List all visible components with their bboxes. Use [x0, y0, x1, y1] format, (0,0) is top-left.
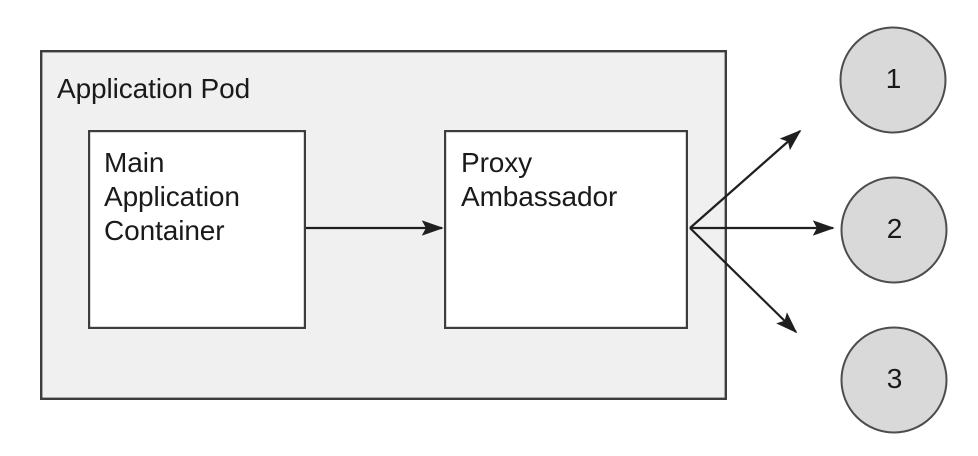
proxy-to-node-3-arrow: [689, 227, 798, 334]
main-application-container-label: Main Application Container: [104, 147, 240, 247]
service-node-2-label: 2: [886, 213, 903, 244]
service-node-3-label: 3: [886, 363, 903, 394]
proxy-to-node-1-arrow: [689, 129, 802, 229]
service-node-1-circle: [839, 26, 947, 134]
application-pod-title: Application Pod: [57, 73, 251, 104]
service-node-1-label: 1: [885, 63, 902, 94]
service-node-3-circle: [840, 326, 948, 434]
proxy-ambassador-box: [444, 130, 689, 330]
service-node-2-circle: [840, 176, 948, 284]
main-application-container-box: [87, 130, 307, 330]
proxy-ambassador-label: Proxy Ambassador: [461, 147, 618, 213]
